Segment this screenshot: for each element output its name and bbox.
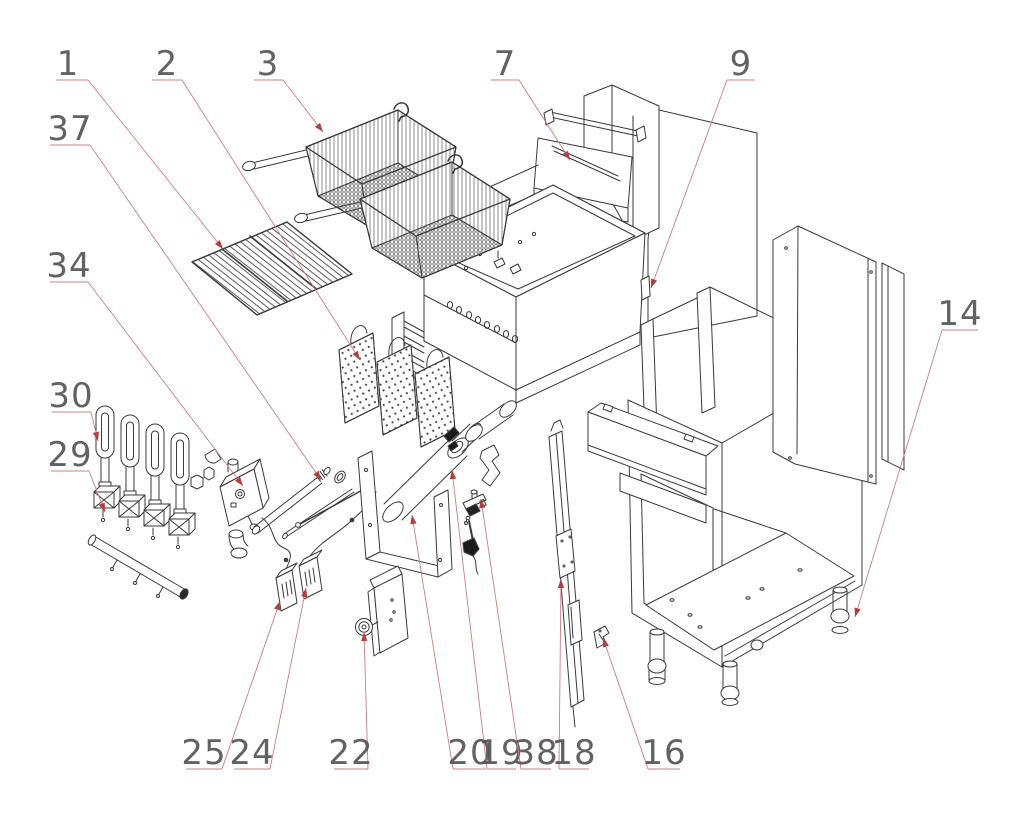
callout-34: 34 <box>46 246 244 487</box>
wire-connector-24 <box>298 549 323 600</box>
mounting-bracket <box>357 450 453 578</box>
part-number-14: 14 <box>937 294 982 334</box>
cabinet-back-panel <box>772 225 905 485</box>
ignition-wires <box>261 491 377 612</box>
callout-38: 38 <box>479 498 558 773</box>
part-number-37: 37 <box>47 109 92 149</box>
callout-7: 7 <box>491 44 571 161</box>
part-number-9: 9 <box>730 44 753 84</box>
callout-16: 16 <box>602 637 686 773</box>
callout-37: 37 <box>47 109 322 481</box>
part-number-22: 22 <box>328 733 373 773</box>
callout-14: 14 <box>854 294 982 618</box>
part-number-1: 1 <box>57 44 80 84</box>
control-knob <box>355 618 379 636</box>
door-hinge-strip <box>555 528 576 579</box>
part-number-34: 34 <box>46 246 91 286</box>
callout-9: 9 <box>650 44 755 289</box>
fry-basket-2 <box>294 154 511 279</box>
gas-manifold <box>87 534 189 600</box>
callout-18: 18 <box>551 578 596 773</box>
baffle-plates <box>338 325 456 448</box>
flue-tube <box>382 400 517 523</box>
part-number-16: 16 <box>641 733 686 773</box>
callout-19: 19 <box>449 469 523 773</box>
part-number-2: 2 <box>156 44 179 84</box>
part-number-20: 20 <box>447 733 492 773</box>
tank-rack <box>191 221 353 316</box>
callout-1: 1 <box>56 44 224 250</box>
door-handle-pocket <box>567 599 583 646</box>
thermocouple <box>462 516 480 575</box>
callout-25: 25 <box>181 600 281 773</box>
component-box <box>355 565 409 657</box>
drain-pipe <box>251 466 369 540</box>
door <box>548 419 585 728</box>
part-number-19: 19 <box>478 733 523 773</box>
callout-20: 20 <box>410 514 492 773</box>
callout-24: 24 <box>229 587 308 773</box>
part-number-7: 7 <box>494 44 517 84</box>
part-number-30: 30 <box>48 376 93 416</box>
part-number-18: 18 <box>551 733 596 773</box>
pilot-assembly <box>462 489 487 525</box>
leg-14-target <box>830 586 850 634</box>
part-number-24: 24 <box>229 733 274 773</box>
callout-3: 3 <box>254 44 324 133</box>
callout-29: 29 <box>47 435 106 513</box>
cabinet-legs <box>647 586 850 706</box>
oil-tank <box>423 184 651 404</box>
burner-elements <box>93 405 196 550</box>
callout-2: 2 <box>152 44 361 361</box>
part-number-38: 38 <box>513 733 558 773</box>
gas-valve <box>190 448 270 559</box>
callout-22: 22 <box>328 631 373 773</box>
wire-connector-25 <box>275 562 298 612</box>
flue-extension <box>465 400 517 442</box>
part-number-3: 3 <box>257 44 280 84</box>
part-number-29: 29 <box>47 435 92 475</box>
callout-30: 30 <box>48 376 99 442</box>
part-number-25: 25 <box>181 733 226 773</box>
